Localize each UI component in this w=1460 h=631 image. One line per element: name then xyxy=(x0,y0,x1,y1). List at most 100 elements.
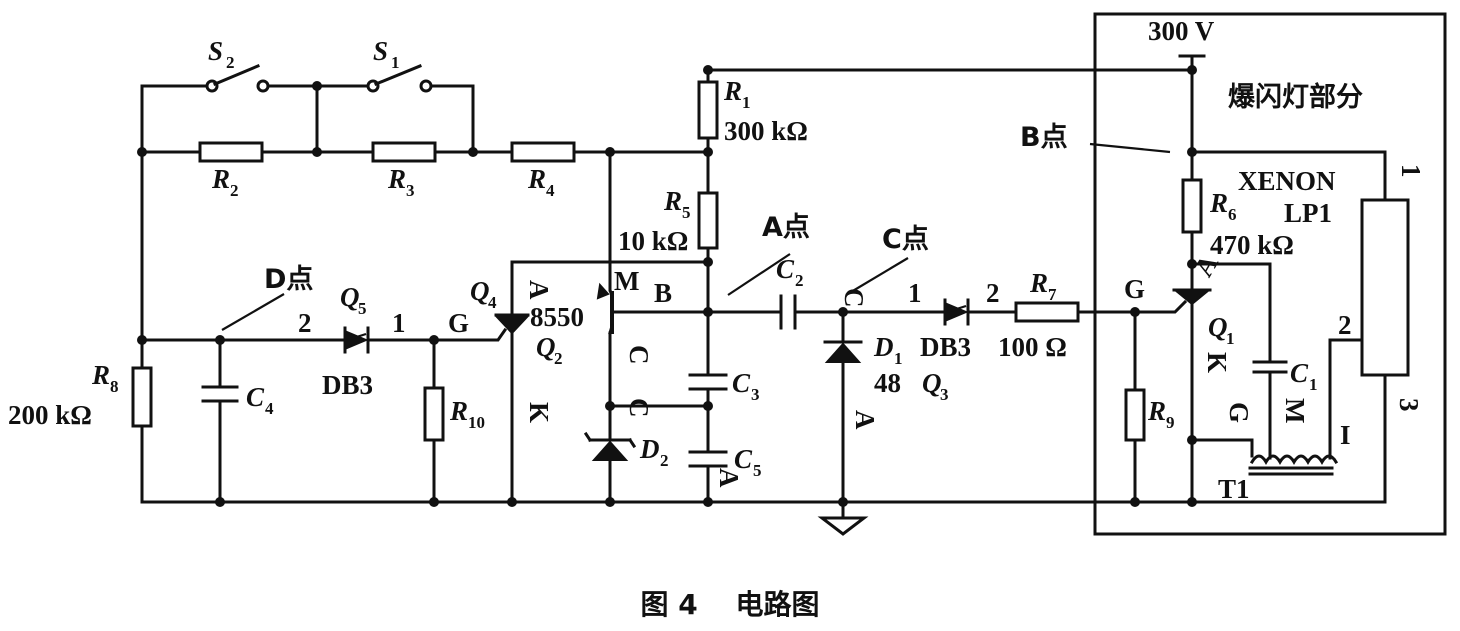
label-pin-b: B xyxy=(654,278,672,308)
label-r10-sub: 10 xyxy=(468,413,485,432)
label-db3-q3: DB3 xyxy=(920,332,971,362)
label-r2: R xyxy=(211,164,230,194)
capacitor-c5 xyxy=(688,450,728,468)
figure-caption: 图 4 电路图 xyxy=(641,588,820,621)
label-r5: R xyxy=(663,186,682,216)
label-pin-c3: C xyxy=(839,288,869,308)
label-r1-sub: 1 xyxy=(742,93,751,112)
point-pointers xyxy=(221,142,1171,331)
label-s1-sub: 1 xyxy=(391,53,400,72)
label-pin-k-q4: K xyxy=(524,402,554,423)
wires xyxy=(140,54,1387,520)
label-r4: R xyxy=(527,164,546,194)
label-r6-value: 470 kΩ xyxy=(1210,230,1294,260)
label-s1: S xyxy=(373,36,388,66)
label-s2-sub: 2 xyxy=(226,53,235,72)
label-q2-sub: 2 xyxy=(554,349,563,368)
label-pin-g-t1: G xyxy=(1224,402,1254,423)
label-c5: C xyxy=(734,444,753,474)
label-c5-sub: 5 xyxy=(753,461,762,480)
label-c2-sub: 2 xyxy=(795,271,804,290)
label-8550: 8550 xyxy=(530,302,584,332)
label-d2: D xyxy=(639,434,660,464)
ground-symbol xyxy=(817,516,869,536)
xenon-lamp xyxy=(1360,198,1410,377)
label-c2: C xyxy=(776,254,795,284)
label-point-d: D点 xyxy=(264,264,313,295)
resistor-r2 xyxy=(198,141,264,163)
label-pin-c1: C xyxy=(624,345,654,365)
junction-dots xyxy=(137,65,1197,507)
label-r5-sub: 5 xyxy=(682,203,691,222)
label-r6-sub: 6 xyxy=(1228,205,1237,224)
label-c3-sub: 3 xyxy=(751,385,760,404)
label-c3: C xyxy=(732,368,751,398)
label-q3-pin1: 1 xyxy=(908,278,922,308)
label-d1-value: 48 xyxy=(874,368,901,398)
label-r8-value: 200 kΩ xyxy=(8,400,92,430)
label-lp1: LP1 xyxy=(1284,198,1332,228)
label-r7: R xyxy=(1029,268,1048,298)
label-c4-sub: 4 xyxy=(265,399,274,418)
label-c4: C xyxy=(246,382,265,412)
label-c1-sub: 1 xyxy=(1309,375,1318,394)
label-pin-c2: C xyxy=(624,398,654,418)
label-pin-a-q4: A xyxy=(524,280,554,300)
switch-s1 xyxy=(366,64,433,93)
label-c1: C xyxy=(1290,358,1309,388)
resistor-r9 xyxy=(1124,388,1146,442)
capacitor-c1 xyxy=(1252,360,1288,374)
label-pin-g-q4: G xyxy=(448,308,469,338)
label-r5-value: 10 kΩ xyxy=(618,226,688,256)
label-q5: Q xyxy=(340,282,360,312)
label-lamp-pin3: 3 xyxy=(1394,398,1424,412)
resistor-r8 xyxy=(131,366,153,428)
label-r8-sub: 8 xyxy=(110,377,119,396)
label-q1: Q xyxy=(1208,312,1228,342)
label-r1-value: 300 kΩ xyxy=(724,116,808,146)
resistor-r6 xyxy=(1181,178,1203,234)
label-r8: R xyxy=(91,360,110,390)
resistor-r5 xyxy=(697,191,719,250)
label-r4-sub: 4 xyxy=(546,181,555,200)
label-s2: S xyxy=(208,36,223,66)
label-lamp-pin1: 1 xyxy=(1396,164,1426,178)
label-q3-sub: 3 xyxy=(940,385,949,404)
label-point-b: B点 xyxy=(1020,122,1068,153)
label-q3-pin2: 2 xyxy=(986,278,1000,308)
label-r3-sub: 3 xyxy=(406,181,415,200)
label-d2-sub: 2 xyxy=(660,451,669,470)
label-point-a: A点 xyxy=(762,212,810,243)
resistor-r1 xyxy=(697,80,719,140)
label-lamp-pin2: 2 xyxy=(1338,310,1352,340)
transformer-t1 xyxy=(1248,454,1339,476)
resistor-r3 xyxy=(371,141,437,163)
label-d1-sub: 1 xyxy=(894,349,903,368)
label-r6: R xyxy=(1209,188,1228,218)
capacitor-c4 xyxy=(201,385,239,403)
resistor-r4 xyxy=(510,141,576,163)
label-300v: 300 V xyxy=(1148,16,1215,46)
label-q2: Q xyxy=(536,332,556,362)
transistor-8550 xyxy=(596,150,614,335)
label-point-c: C点 xyxy=(882,224,929,255)
capacitor-c2 xyxy=(779,294,797,330)
label-q5-pin1: 1 xyxy=(392,308,406,338)
label-r1: R xyxy=(723,76,742,106)
resistor-r10 xyxy=(423,386,445,442)
label-r9: R xyxy=(1147,396,1166,426)
label-pin-g-q1: G xyxy=(1124,274,1145,304)
scr-q1 xyxy=(1172,288,1212,306)
scr-q4 xyxy=(494,313,530,335)
label-flash-section: 爆闪灯部分 xyxy=(1228,81,1363,113)
flash-section-box xyxy=(1093,12,1447,536)
label-r10: R xyxy=(449,396,468,426)
label-r9-sub: 9 xyxy=(1166,413,1175,432)
diac-q5-db3 xyxy=(343,326,370,354)
label-pin-i-t1: I xyxy=(1340,420,1351,450)
label-q3: Q xyxy=(922,368,942,398)
label-q4-sub: 4 xyxy=(488,293,497,312)
label-pin-m: M xyxy=(614,266,639,296)
label-r7-value: 100 Ω xyxy=(998,332,1067,362)
switch-s2 xyxy=(205,64,270,93)
